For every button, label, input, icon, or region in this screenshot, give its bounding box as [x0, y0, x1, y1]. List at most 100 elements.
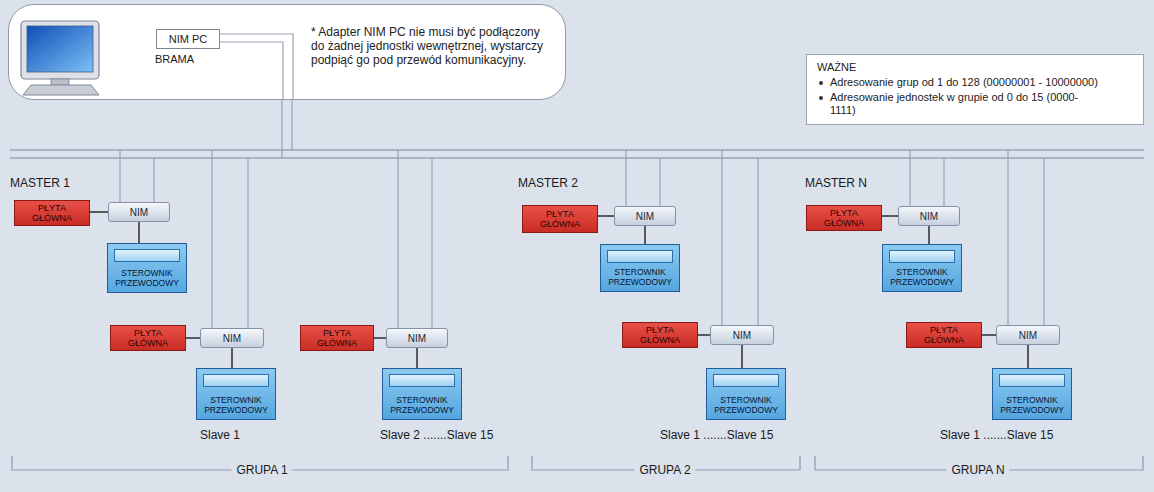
nim-adapter-box: NIM: [200, 328, 264, 348]
mainboard-box: PŁYTA GŁÓWNA: [300, 325, 374, 351]
mainboard-box: PŁYTA GŁÓWNA: [806, 205, 882, 231]
text-row: * Adapter NIM PC nie musi być podłączony…: [311, 25, 555, 67]
monitor-screen: [27, 26, 93, 72]
wired-controller-box: STEROWNIK PRZEWODOWY: [196, 368, 276, 420]
nim-adapter-box: NIM: [710, 325, 774, 345]
bus-drop-wire: [120, 150, 154, 202]
unit-label: Slave 1 .......Slave 15: [660, 428, 773, 442]
nim-adapter-box: NIM: [108, 202, 170, 222]
unit-label: MASTER 1: [10, 176, 70, 190]
note-text: * Adapter NIM PC nie musi być podłączony…: [311, 25, 555, 67]
bus-drop-wire: [722, 150, 758, 325]
text-row: STEROWNIK PRZEWODOWY: [608, 267, 672, 287]
connector-line: [982, 334, 996, 336]
keyboard: [23, 85, 99, 95]
controller-screen: [203, 374, 269, 387]
text-row: NIM PC: [169, 33, 208, 45]
note-box: WAŻNE Adresowanie grup od 1 do 128 (00000…: [806, 54, 1144, 125]
box-label: PŁYTA GŁÓWNA: [32, 203, 72, 223]
gateway-wire: [220, 42, 283, 99]
wired-controller-box: STEROWNIK PRZEWODOWY: [706, 368, 786, 420]
box-label: STEROWNIK PRZEWODOWY: [204, 395, 268, 415]
note-heading: WAŻNE: [817, 61, 1133, 74]
connector-line: [882, 215, 898, 217]
text-row: STEROWNIK PRZEWODOWY: [890, 267, 954, 287]
box-label: STEROWNIK PRZEWODOWY: [390, 395, 454, 415]
box-label: STEROWNIK PRZEWODOWY: [115, 268, 179, 288]
box-label: NIM: [1019, 330, 1037, 341]
text-row: STEROWNIK PRZEWODOWY: [115, 268, 179, 288]
text-row: NIM: [920, 211, 938, 222]
bus-line: [10, 157, 1144, 159]
text-row: NIM: [408, 333, 426, 344]
wired-controller-box: STEROWNIK PRZEWODOWY: [107, 243, 187, 293]
controller-screen: [889, 250, 955, 263]
text-row: PŁYTA GŁÓWNA: [824, 208, 864, 228]
group-label: GRUPA 2: [634, 463, 695, 477]
bus-line: [10, 149, 1144, 151]
mainboard-box: PŁYTA GŁÓWNA: [622, 322, 698, 348]
mainboard-box: PŁYTA GŁÓWNA: [906, 322, 982, 348]
text-row: PŁYTA GŁÓWNA: [32, 203, 72, 223]
wired-controller-box: STEROWNIK PRZEWODOWY: [992, 368, 1072, 420]
bus-drop-wire: [626, 150, 660, 206]
mainboard-box: PŁYTA GŁÓWNA: [522, 205, 598, 233]
unit-label: MASTER 2: [518, 176, 578, 190]
box-label: STEROWNIK PRZEWODOWY: [608, 267, 672, 287]
gateway-wire: [220, 34, 293, 99]
text-row: PŁYTA GŁÓWNA: [640, 325, 680, 345]
text-row: NIM: [1019, 330, 1037, 341]
wired-controller-box: STEROWNIK PRZEWODOWY: [600, 244, 680, 292]
unit-label: MASTER N: [805, 176, 867, 190]
connector-line: [374, 337, 386, 339]
connector-line: [231, 348, 233, 368]
text-row: PŁYTA GŁÓWNA: [317, 328, 357, 348]
nim-adapter-box: NIM: [386, 328, 448, 348]
gateway-box: NIM PC: [156, 29, 220, 49]
text-row: NIM: [223, 333, 241, 344]
box-label: PŁYTA GŁÓWNA: [924, 325, 964, 345]
box-label: NIM: [223, 333, 241, 344]
bullet-dot: [819, 96, 823, 100]
unit-label: Slave 1: [200, 428, 240, 442]
connector-line: [186, 337, 200, 339]
text-row: NIM: [733, 330, 751, 341]
text-row: STEROWNIK PRZEWODOWY: [1000, 395, 1064, 415]
nim-adapter-box: NIM: [614, 206, 676, 226]
connector-line: [644, 226, 646, 244]
box-label: STEROWNIK PRZEWODOWY: [890, 267, 954, 287]
unit-label: Slave 1 .......Slave 15: [940, 428, 1053, 442]
box-label: NIM: [130, 207, 148, 218]
text-row: Adresowanie jednostek w grupie od 0 do 1…: [817, 91, 1133, 117]
box-label: PŁYTA GŁÓWNA: [128, 328, 168, 348]
unit-label: Slave 2 .......Slave 15: [380, 428, 493, 442]
text-row: STEROWNIK PRZEWODOWY: [204, 395, 268, 415]
mainboard-box: PŁYTA GŁÓWNA: [110, 325, 186, 351]
box-label: NIM: [408, 333, 426, 344]
text-row: STEROWNIK PRZEWODOWY: [390, 395, 454, 415]
box-label: PŁYTA GŁÓWNA: [317, 328, 357, 348]
mainboard-box: PŁYTA GŁÓWNA: [14, 200, 90, 226]
box-label: NIM: [636, 211, 654, 222]
text-row: PŁYTA GŁÓWNA: [128, 328, 168, 348]
group-label: GRUPA 1: [231, 463, 292, 477]
text-row: Adresowanie grup od 1 do 128 (00000001 -…: [817, 76, 1133, 89]
wired-controller-box: STEROWNIK PRZEWODOWY: [882, 244, 962, 292]
box-label: NIM: [920, 211, 938, 222]
connector-line: [416, 348, 418, 368]
text-row: PŁYTA GŁÓWNA: [924, 325, 964, 345]
connector-line: [138, 222, 140, 243]
connector-line: [90, 211, 108, 213]
controller-screen: [114, 249, 180, 262]
note-item: Adresowanie jednostek w grupie od 0 do 1…: [830, 91, 1100, 117]
box-label: NIM PC: [169, 33, 208, 45]
box-label: PŁYTA GŁÓWNA: [824, 208, 864, 228]
box-label: PŁYTA GŁÓWNA: [540, 209, 580, 229]
bus-drop-wire: [398, 150, 432, 328]
connector-line: [741, 345, 743, 368]
text-row: WAŻNE: [817, 61, 1133, 74]
controller-screen: [607, 250, 673, 263]
box-label: PŁYTA GŁÓWNA: [640, 325, 680, 345]
connector-line: [1027, 345, 1029, 368]
bus-drop-wire: [1008, 150, 1044, 325]
